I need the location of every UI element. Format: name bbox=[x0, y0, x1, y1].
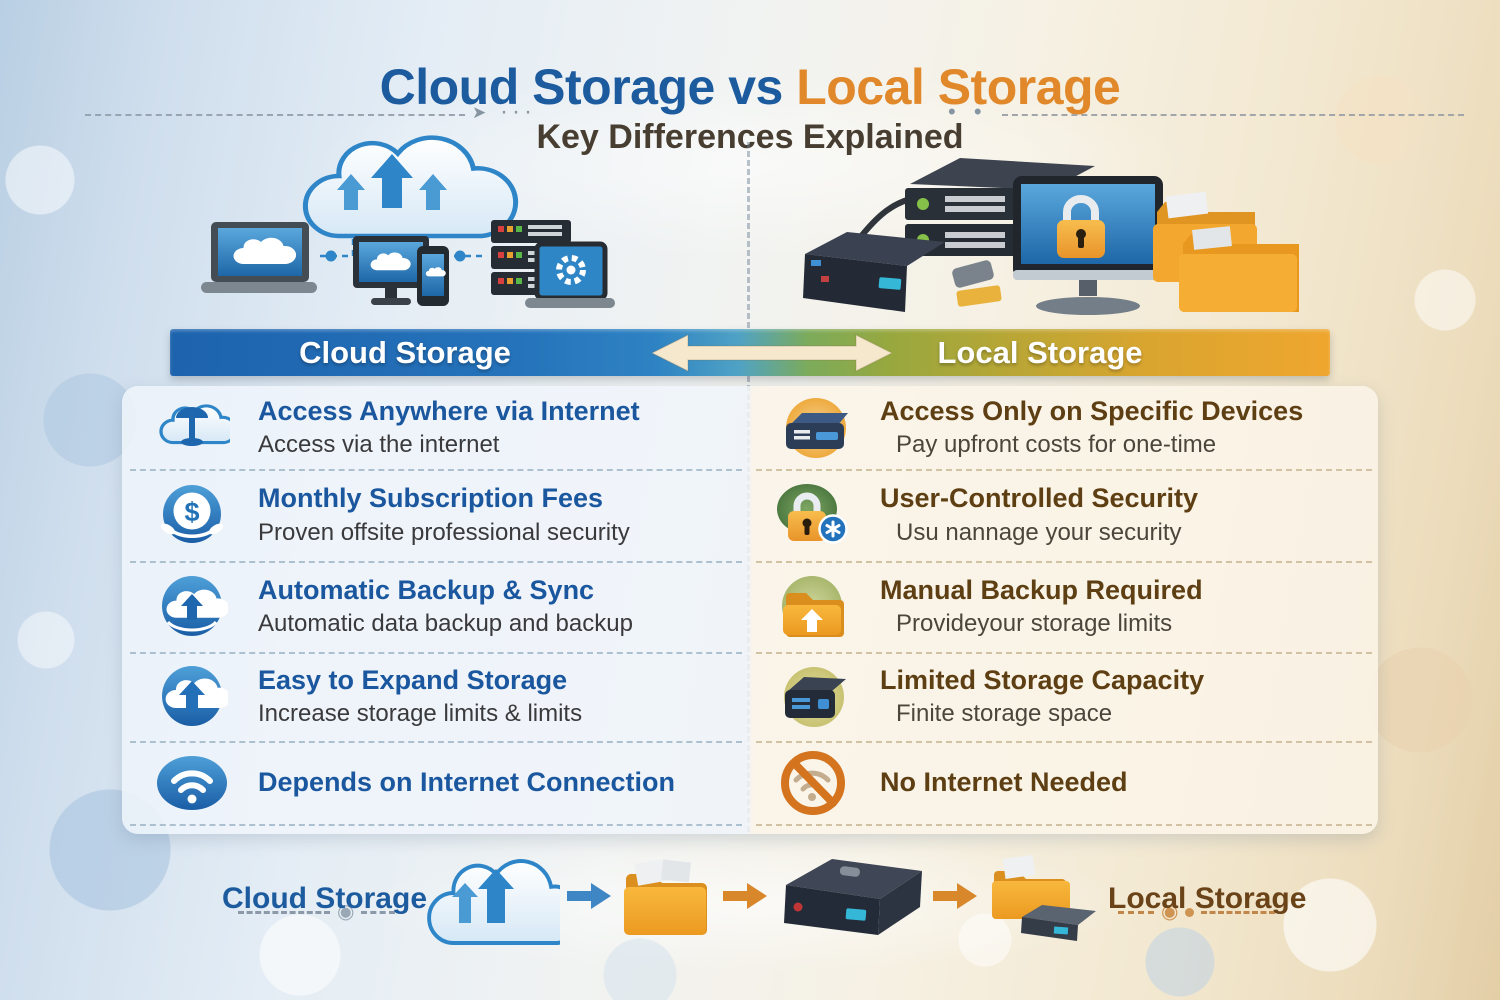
comparison-panel bbox=[122, 386, 1378, 834]
bottom-flow: Cloud Storage bbox=[222, 836, 1306, 961]
local-illustration bbox=[795, 126, 1315, 329]
feature-subtitle: Proven offsite professional security bbox=[258, 518, 630, 546]
local-column: Access Only on Specific Devices Pay upfr… bbox=[772, 386, 1372, 824]
compare-arrows-icon bbox=[652, 333, 892, 373]
padlock-icon bbox=[772, 481, 856, 549]
feature-row: Access Only on Specific Devices Pay upfr… bbox=[772, 386, 1372, 469]
feature-row: Easy to Expand Storage Increase storage … bbox=[150, 652, 750, 741]
feature-row: No Internet Needed bbox=[772, 741, 1372, 824]
feature-subtitle: Usu nannage your security bbox=[896, 518, 1182, 546]
cloud-header-label: Cloud Storage bbox=[299, 335, 511, 370]
cloud-column: Access Anywhere via Internet Access via … bbox=[150, 386, 750, 824]
feature-subtitle: Pay upfront costs for one-time bbox=[896, 431, 1217, 459]
flow-dash-left: ◉ bbox=[238, 901, 396, 923]
page-title: Cloud Storage vs Local Storage bbox=[0, 58, 1500, 116]
feature-title: Access Only on Specific Devices bbox=[880, 395, 1304, 426]
row-divider bbox=[756, 652, 1372, 654]
row-divider bbox=[756, 469, 1372, 471]
row-divider bbox=[130, 741, 742, 743]
feature-subtitle: Provideyour storage limits bbox=[896, 610, 1173, 638]
feature-title: Limited Storage Capacity bbox=[880, 664, 1205, 695]
feature-row: $ Monthly Subscription Fees Proven offsi… bbox=[150, 469, 750, 561]
subscription-dollar-icon: $ bbox=[150, 481, 234, 549]
flow-drive-icon bbox=[774, 851, 926, 946]
dark-drive-icon bbox=[772, 664, 856, 730]
feature-title: No Internet Needed bbox=[880, 766, 1128, 797]
dashed-line-right bbox=[1002, 114, 1464, 116]
cloud-access-icon bbox=[150, 395, 234, 461]
feature-title: Automatic Backup & Sync bbox=[258, 574, 595, 605]
row-divider bbox=[756, 824, 1372, 826]
page-subtitle: Key Differences Explained bbox=[536, 118, 964, 157]
flow-arrow-icon bbox=[933, 881, 978, 916]
row-divider bbox=[130, 561, 742, 563]
dots-decoration: ··· bbox=[500, 98, 536, 125]
folder-upload-icon bbox=[772, 573, 856, 641]
hard-drive-icon bbox=[772, 395, 856, 461]
row-divider bbox=[130, 469, 742, 471]
wifi-icon bbox=[150, 753, 234, 813]
feature-subtitle: Access via the internet bbox=[258, 431, 500, 459]
row-divider bbox=[130, 652, 742, 654]
feature-title: Access Anywhere via Internet bbox=[258, 395, 640, 426]
feature-subtitle: Increase storage limits & limits bbox=[258, 700, 583, 728]
feature-row: User-Controlled Security Usu nannage you… bbox=[772, 469, 1372, 561]
flow-folder-icon bbox=[618, 849, 716, 949]
flow-local-label: Local Storage bbox=[1108, 881, 1307, 915]
feature-subtitle: Finite storage space bbox=[896, 700, 1113, 728]
feature-row: Automatic Backup & Sync Automatic data b… bbox=[150, 561, 750, 652]
flow-cloud-icon bbox=[420, 845, 584, 952]
feature-subtitle: Automatic data backup and backup bbox=[258, 610, 633, 638]
bullet-dots-decoration: • • bbox=[948, 99, 988, 124]
row-divider bbox=[756, 741, 1372, 743]
feature-title: User-Controlled Security bbox=[880, 483, 1199, 514]
title-cloud-part: Cloud Storage vs bbox=[379, 58, 784, 115]
feature-row: Manual Backup Required Provideyour stora… bbox=[772, 561, 1372, 652]
dashed-line-left bbox=[85, 114, 465, 116]
flow-arrow-icon bbox=[567, 881, 612, 916]
feature-row: Limited Storage Capacity Finite storage … bbox=[772, 652, 1372, 741]
flow-cloud-label: Cloud Storage bbox=[222, 881, 428, 915]
feature-row: Depends on Internet Connection bbox=[150, 741, 750, 824]
title-local-part: Local Storage bbox=[782, 58, 1121, 115]
feature-title: Depends on Internet Connection bbox=[258, 766, 676, 797]
spiral-icon: ◉ bbox=[337, 901, 355, 923]
row-divider bbox=[756, 561, 1372, 563]
feature-title: Manual Backup Required bbox=[880, 574, 1203, 605]
cloud-illustration bbox=[165, 126, 645, 329]
feature-title: Monthly Subscription Fees bbox=[258, 483, 604, 514]
flow-dash-right: ◉ bbox=[1118, 901, 1276, 923]
spiral-icon: ◉ bbox=[1161, 901, 1179, 923]
cloud-backup-icon bbox=[150, 574, 234, 640]
arrowhead-icon: ➤ bbox=[472, 103, 487, 122]
no-wifi-icon bbox=[772, 748, 856, 818]
feature-row: Access Anywhere via Internet Access via … bbox=[150, 386, 750, 469]
comparison-header-bar: Cloud Storage Local Storage bbox=[170, 329, 1330, 376]
flow-folder-drive-icon bbox=[984, 849, 1099, 949]
local-header-label: Local Storage bbox=[937, 335, 1143, 370]
cloud-expand-icon bbox=[150, 664, 234, 730]
flow-arrow-icon bbox=[723, 881, 768, 916]
svg-text:$: $ bbox=[184, 497, 199, 527]
row-divider bbox=[130, 824, 742, 826]
feature-title: Easy to Expand Storage bbox=[258, 664, 568, 695]
